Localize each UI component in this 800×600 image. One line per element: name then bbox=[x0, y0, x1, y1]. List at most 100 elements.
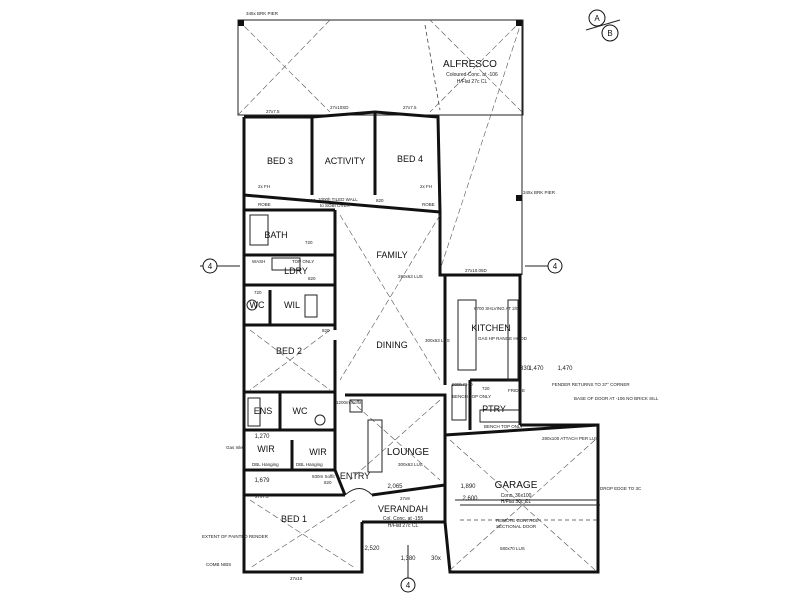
kitchen-bench bbox=[451, 299, 521, 423]
dim-1380: 1,380 bbox=[400, 556, 416, 562]
dining-lintel: 300x63 LUS bbox=[425, 338, 450, 343]
dim-1270: 1,270 bbox=[254, 434, 270, 440]
room-label-entry: ENTRY bbox=[340, 471, 370, 481]
top-only-note: TOP ONLY bbox=[292, 259, 314, 264]
drop-edge-note: DROP EDGE TO 3C bbox=[600, 486, 642, 491]
room-label-family: FAMILY bbox=[376, 250, 407, 260]
compass-label-a: A bbox=[594, 14, 600, 23]
garage-note-1: Conc. 36x100 bbox=[501, 493, 532, 499]
dim-2520: 2,520 bbox=[364, 546, 380, 552]
dbl-hanging-note-2: DBL Hanging bbox=[296, 462, 323, 467]
room-label-bath: BATH bbox=[264, 230, 287, 240]
bench-top-note: BENCH TOP ONLY bbox=[452, 394, 491, 399]
door-820-d: 820 bbox=[322, 328, 330, 333]
attach-lintel-note: 280x100 ATTACH PER LUS bbox=[542, 436, 598, 441]
room-label-bed3: BED 3 bbox=[267, 156, 293, 166]
wash-note: WASH bbox=[252, 259, 265, 264]
door-720-c: 720 bbox=[482, 386, 490, 391]
section-marker-bottom: 4 bbox=[400, 545, 416, 593]
room-label-lounge: LOUNGE bbox=[387, 447, 430, 458]
family-lintel: 290x63 LUS bbox=[398, 274, 423, 279]
wall-note-2: 27x10SD bbox=[330, 105, 349, 110]
lounge-features bbox=[349, 399, 383, 473]
compass-marker: A B bbox=[585, 9, 621, 42]
brk-pier-right-note: 345x BRK PIER bbox=[523, 190, 556, 195]
room-label-activity: ACTIVITY bbox=[325, 156, 366, 166]
room-label-dining: DINING bbox=[376, 340, 408, 350]
verandah-note-1: Col. Conc. at -155 bbox=[383, 516, 424, 522]
room-label-bed1: BED 1 bbox=[281, 514, 307, 524]
fh-note-1: 2x FH bbox=[258, 184, 270, 189]
room-label-alfresco: ALFRESCO bbox=[443, 59, 497, 70]
room-label-wil: WIL bbox=[284, 300, 300, 310]
door-820-a: 820 bbox=[308, 198, 316, 203]
interior-walls bbox=[243, 112, 599, 522]
rangehood-note: GAS HP RANGE HOOD bbox=[478, 336, 528, 341]
sectional-door-note: SECTIONAL DOOR bbox=[496, 524, 537, 529]
soffit-note: 1200m Soffit bbox=[336, 400, 362, 405]
comb-nibs-note: COMB NIBS bbox=[206, 562, 231, 567]
room-label-ens: ENS bbox=[254, 406, 273, 416]
ceiling-note: 1000h TILED WALL bbox=[318, 197, 358, 202]
door-820-c: 820 bbox=[308, 276, 316, 281]
family-lintel-2: 27x10.05D bbox=[465, 268, 488, 273]
door-720-a: 720 bbox=[305, 240, 313, 245]
alfresco-area bbox=[237, 19, 524, 275]
door-720-b: 720 bbox=[254, 290, 262, 295]
section-marker-bottom-label: 4 bbox=[406, 581, 411, 590]
room-label-kitchen: KITCHEN bbox=[471, 323, 511, 333]
garage-note-2: H/Flat 30c CL bbox=[501, 499, 532, 505]
soffit-note-2: 930m Soffit bbox=[312, 474, 335, 479]
wall-note-bed1: 27x10 bbox=[290, 576, 303, 581]
room-label-garage: GARAGE bbox=[495, 480, 538, 491]
dim-1679: 1,679 bbox=[254, 478, 270, 484]
dim-330: 330 bbox=[520, 366, 531, 372]
base-door-note: BASE OF DOOR AT -106 NO BRICK SILL bbox=[574, 396, 659, 401]
ceiling-diagonals bbox=[249, 214, 596, 571]
dbl-hanging-note: DBL Hanging bbox=[252, 462, 279, 467]
room-label-ptry: PTRY bbox=[482, 404, 506, 414]
wall-note-bed1-top: 27x7.5 bbox=[255, 494, 269, 499]
compass-label-b: B bbox=[607, 29, 612, 38]
door-820-e: 820 bbox=[324, 480, 332, 485]
lounge-lintel: 300x63 LUS bbox=[398, 462, 423, 467]
robe-note-2: ROBE bbox=[422, 202, 435, 207]
room-label-bed4: BED 4 bbox=[397, 154, 423, 164]
gas-inlet-note: Gas Inlet bbox=[226, 445, 245, 450]
verandah-note-2: H/Flat 27c CL bbox=[388, 523, 419, 529]
alfresco-note-1: Coloured Conc. at -106 bbox=[446, 72, 498, 78]
section-marker-right: 4 bbox=[525, 258, 563, 274]
dim-1470b: 1,470 bbox=[557, 366, 573, 372]
remote-control-note: REMOTE CONTROL bbox=[496, 518, 539, 523]
dim-1890: 1,890 bbox=[460, 484, 476, 490]
garage-door bbox=[460, 504, 600, 521]
brk-pier-top-note: 345x BRK PIER bbox=[246, 11, 279, 16]
dim-2065: 2,065 bbox=[387, 484, 403, 490]
dim-1470: 1,470 bbox=[528, 366, 544, 372]
room-label-verandah: VERANDAH bbox=[378, 504, 428, 514]
section-marker-left-label: 4 bbox=[208, 262, 213, 271]
room-label-wc: WC bbox=[250, 300, 265, 310]
fh-note-2: 2x FH bbox=[420, 184, 432, 189]
fender-note: FENDER RETURNS TO 37° CORNER bbox=[552, 382, 630, 387]
garage-lintel-note: 580x70 LUS bbox=[500, 546, 525, 551]
wall-note-1: 27x7.5 bbox=[266, 109, 280, 114]
shelving-note: 6700 SHLVING AT 2/C bbox=[474, 306, 520, 311]
room-label-ldry: LDRY bbox=[284, 266, 308, 276]
ens-fh-note: 900h FHO bbox=[452, 382, 473, 387]
wall-note-verandah: 27x9 bbox=[400, 496, 410, 501]
exterior-walls bbox=[242, 110, 600, 574]
room-label-wir2: WIR bbox=[309, 447, 327, 457]
alfresco-note-2: H/Flat 27c CL bbox=[457, 79, 488, 85]
dim-30x: 30x bbox=[431, 556, 441, 562]
section-marker-left: 4 bbox=[200, 258, 240, 274]
entry-walls bbox=[333, 469, 446, 497]
fridge-note: FRIDGE bbox=[508, 388, 525, 393]
extent-render-note: EXTENT OF PAINTED RENDER bbox=[202, 534, 269, 539]
ceiling-note-2: to SOBI OVER bbox=[320, 203, 351, 208]
robe-note-1: ROBE bbox=[258, 202, 271, 207]
room-label-wc2: WC bbox=[293, 406, 308, 416]
dim-2600: 2,600 bbox=[462, 496, 478, 502]
room-label-wir: WIR bbox=[257, 444, 275, 454]
